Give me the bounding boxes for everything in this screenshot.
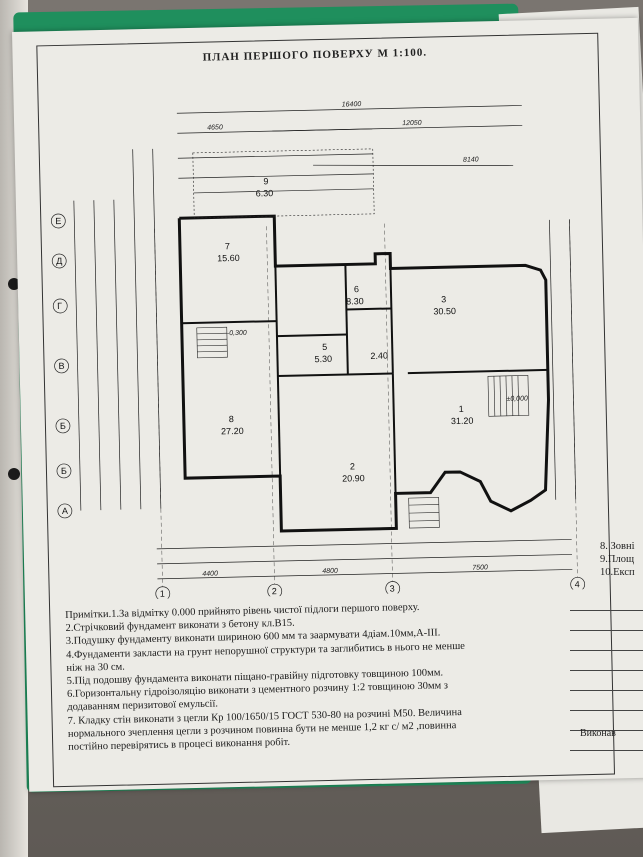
room-label: 9 bbox=[263, 176, 268, 186]
room-area: 31.20 bbox=[451, 416, 474, 427]
floor-plan-drawing: 9 6.30 7 15.60 8 27.20 3 30.50 6 8.30 5 … bbox=[50, 101, 586, 602]
axis-label: Е bbox=[55, 216, 61, 226]
axis-label: 2 bbox=[272, 586, 277, 596]
title-block bbox=[570, 610, 643, 770]
side-note: 10.Експ bbox=[600, 567, 635, 578]
room-area: 6.30 bbox=[256, 188, 274, 198]
level-mark: ±0,000 bbox=[506, 395, 528, 402]
axis-label: В bbox=[58, 361, 64, 371]
room-area: 8.30 bbox=[346, 296, 364, 306]
side-notes: 8. Зовні 9.Площ 10.Експ bbox=[600, 540, 635, 579]
axis-label: 3 bbox=[390, 583, 395, 593]
room-area: 27.20 bbox=[221, 426, 244, 437]
axis-label: А bbox=[62, 506, 68, 516]
level-mark: -0,300 bbox=[227, 330, 247, 337]
side-note: 8. Зовні bbox=[600, 541, 635, 552]
notes-block: Примітки.1.За відмітку 0.000 прийнято рі… bbox=[65, 598, 538, 754]
dimension-text: 4650 bbox=[207, 124, 223, 131]
axis-label: Б bbox=[60, 421, 66, 431]
dimension-text: 4400 bbox=[202, 570, 218, 577]
dimension-text: 12050 bbox=[402, 120, 422, 127]
room-area: 15.60 bbox=[217, 253, 240, 264]
room-label: 2 bbox=[350, 461, 355, 471]
room-label: 8 bbox=[229, 414, 234, 424]
dimension-text: 7500 bbox=[472, 564, 488, 571]
binder-hole bbox=[8, 468, 20, 480]
room-area: 5.30 bbox=[314, 354, 332, 364]
room-label: 5 bbox=[322, 342, 327, 352]
room-area: 2.40 bbox=[370, 351, 388, 361]
drawing-sheet: ПЛАН ПЕРШОГО ПОВЕРХУ М 1:100. bbox=[12, 17, 643, 792]
room-label: 6 bbox=[354, 284, 359, 294]
room-area: 20.90 bbox=[342, 473, 365, 484]
room-area: 30.50 bbox=[433, 306, 456, 317]
dimension-text: 16400 bbox=[342, 101, 362, 108]
room-label: 1 bbox=[459, 404, 464, 414]
room-label: 7 bbox=[225, 241, 230, 251]
axis-label: 4 bbox=[575, 579, 580, 589]
room-label: 3 bbox=[441, 294, 446, 304]
axis-label: 1 bbox=[160, 589, 165, 599]
dimension-text: 8140 bbox=[463, 156, 479, 163]
axis-label: Г bbox=[57, 301, 62, 311]
dimension-text: 4800 bbox=[322, 568, 338, 575]
stamp-label: Виконав bbox=[580, 728, 616, 739]
axis-label: Б bbox=[61, 466, 67, 476]
axis-label: Д bbox=[56, 256, 62, 266]
side-note: 9.Площ bbox=[600, 554, 635, 565]
